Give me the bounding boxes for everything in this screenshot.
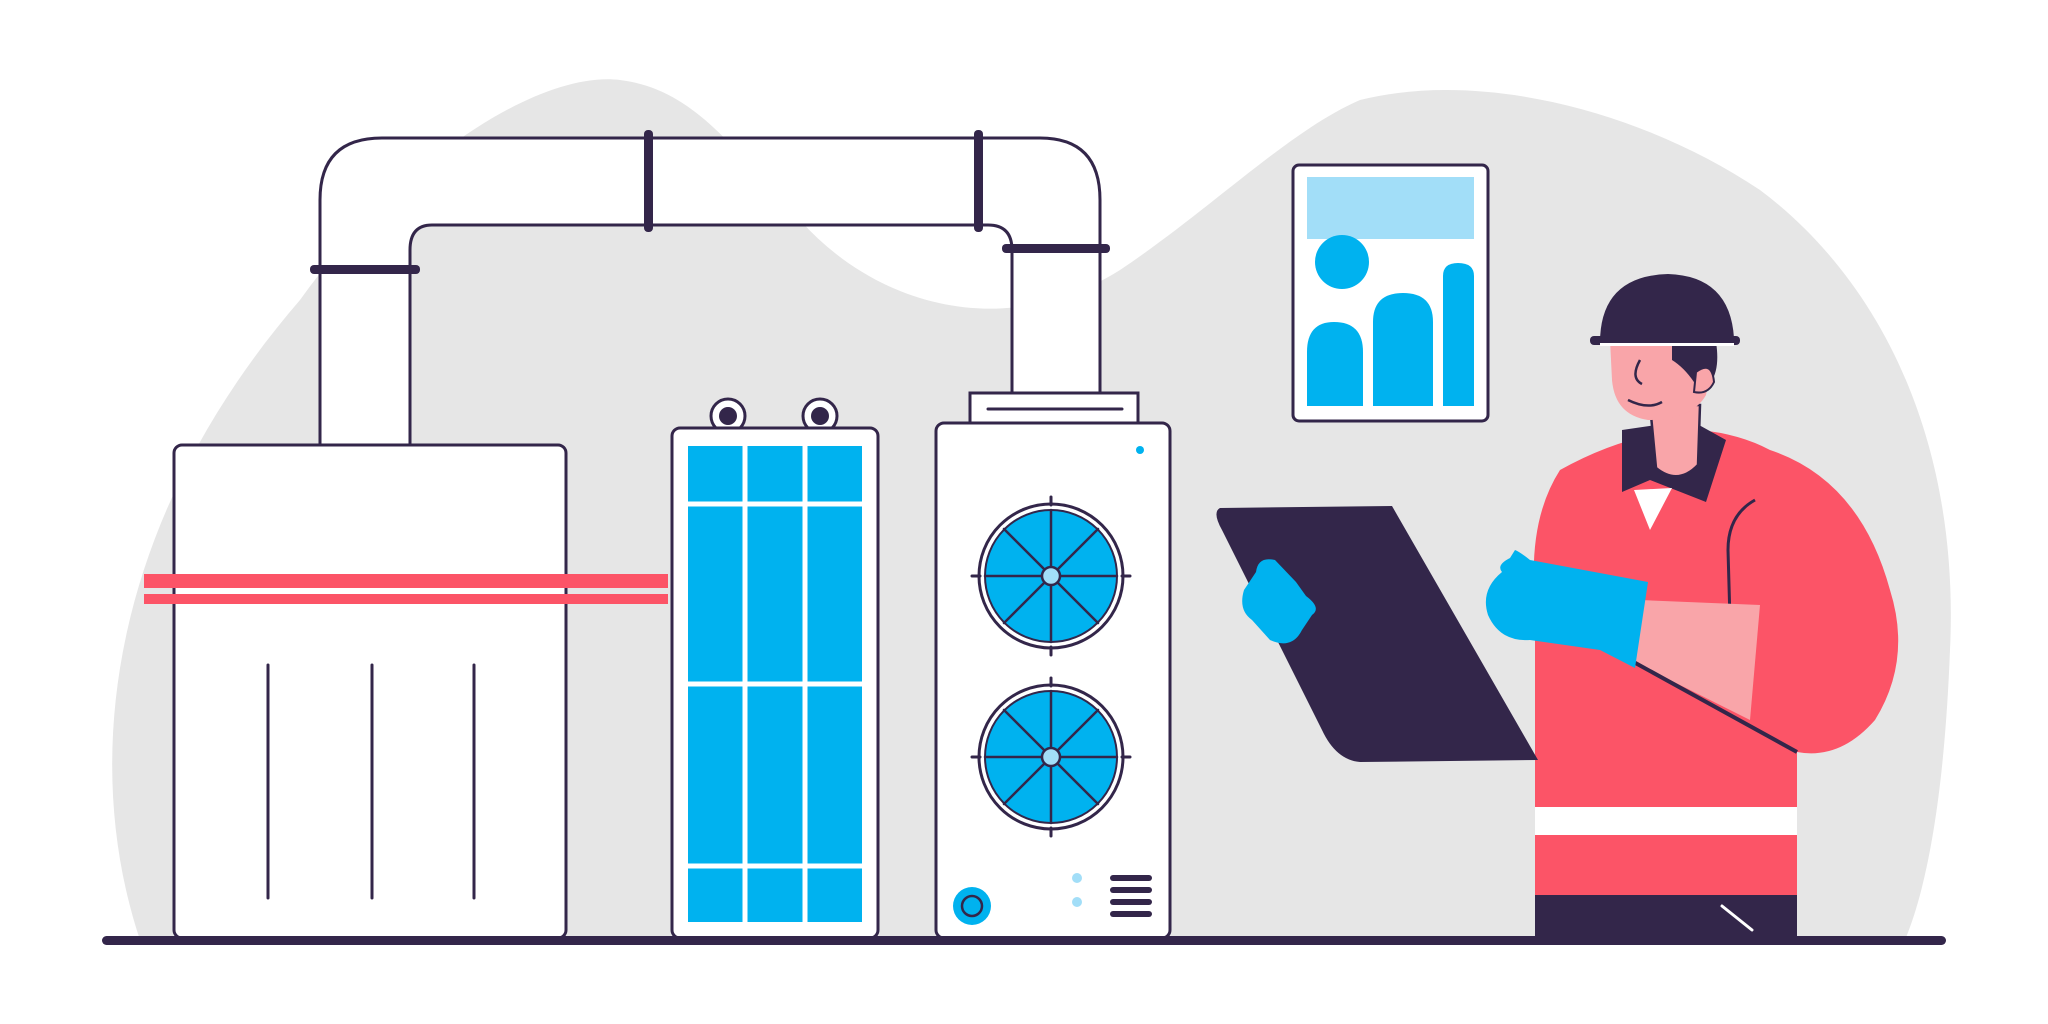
- left-glove: [1242, 559, 1316, 644]
- sleeve-seam: [1726, 498, 1756, 621]
- indicator-light: [1136, 446, 1144, 454]
- tank-stripe: [144, 574, 668, 588]
- pipe-collar: [644, 130, 653, 232]
- hard-hat: [1600, 274, 1734, 343]
- unit-knob-dot: [719, 407, 737, 425]
- technician: [1216, 274, 1899, 942]
- hard-hat-brim: [1590, 336, 1740, 345]
- pipe-system: [310, 130, 1110, 447]
- pipe-collar: [1002, 244, 1110, 253]
- technician-pants: [1535, 890, 1797, 942]
- status-dot: [1072, 873, 1082, 883]
- wall-chart-bar: [1443, 263, 1474, 406]
- pipe: [318, 136, 1102, 447]
- technician-neck: [1648, 403, 1702, 478]
- vent-slots: [1110, 875, 1152, 917]
- technician-nose: [1634, 359, 1643, 386]
- unit-knob-dot: [811, 407, 829, 425]
- power-button-ring: [960, 894, 984, 918]
- pants-highlight: [1720, 904, 1754, 932]
- tablet: [1216, 506, 1538, 762]
- right-glove: [1485, 550, 1648, 668]
- fan-top: [970, 495, 1132, 657]
- wall-chart-bar: [1307, 322, 1363, 406]
- fan-unit-body: [934, 421, 1172, 940]
- collar-shirt: [1634, 488, 1672, 530]
- pipe-collar: [310, 265, 420, 274]
- fan-bottom: [970, 676, 1132, 838]
- tank-body: [172, 443, 568, 940]
- pipe-collar: [974, 130, 983, 232]
- tank-stripe: [144, 594, 668, 604]
- wall-chart-sun: [1315, 235, 1369, 289]
- wall-chart-bar: [1373, 293, 1433, 406]
- forearm-edge: [1629, 658, 1798, 754]
- technician-ear: [1692, 366, 1716, 394]
- wall-chart-sky: [1307, 177, 1474, 239]
- wall-chart: [1291, 163, 1490, 423]
- technician-forearm: [1630, 600, 1760, 720]
- grille-unit: [670, 397, 880, 940]
- power-button: [953, 887, 991, 925]
- vest-stripe: [1535, 807, 1797, 835]
- fan-hub: [1040, 565, 1062, 587]
- status-dot: [1072, 897, 1082, 907]
- floor-line: [102, 936, 1946, 945]
- fan-hub: [1040, 746, 1062, 768]
- boiler-tank: [144, 443, 668, 940]
- fan-unit: [934, 391, 1172, 940]
- technician-mouth: [1627, 398, 1663, 407]
- hard-hat-ridge: [1600, 343, 1734, 346]
